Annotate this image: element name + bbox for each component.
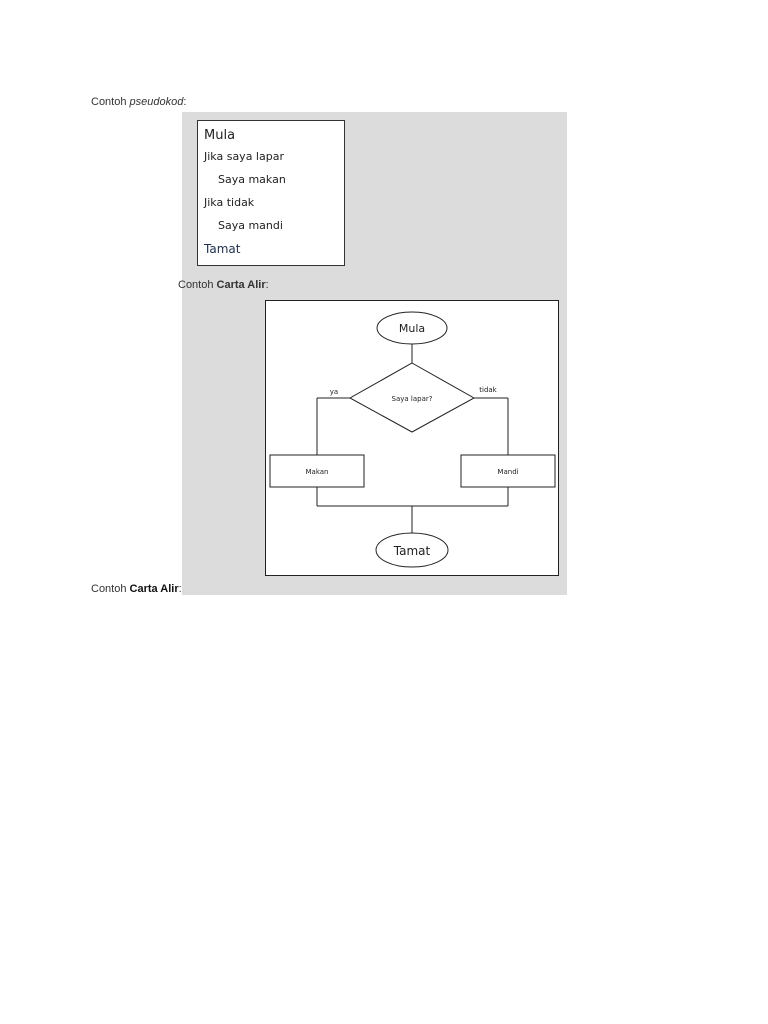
end-terminal: [375, 532, 449, 568]
caption-suffix: :: [183, 96, 187, 108]
caption-suffix: :: [265, 279, 269, 291]
pseudocode-line: Saya makan: [218, 173, 286, 186]
pseudocode-line: Saya mandi: [218, 219, 283, 232]
flowchart-inner-caption: Contoh Carta Alir:: [178, 279, 269, 291]
pseudocode-box: Mula Jika saya lapar Saya makan Jika tid…: [197, 120, 345, 266]
pseudocode-line: Jika saya lapar: [204, 150, 284, 163]
pseudocode-line: Jika tidak: [204, 196, 255, 209]
start-label: Mula: [399, 322, 425, 335]
decision-diamond: [348, 362, 476, 433]
end-label: Tamat: [393, 544, 431, 558]
no-label: tidak: [479, 386, 497, 394]
caption-prefix: Contoh: [91, 583, 130, 595]
pseudocode-line: Tamat: [204, 242, 241, 256]
pseudocode-caption: Contoh pseudokod:: [91, 96, 186, 108]
right-process-label: Mandi: [497, 468, 518, 476]
caption-term: pseudokod: [129, 96, 184, 108]
left-process-box: [269, 454, 365, 488]
pseudocode-line: Mula: [204, 128, 236, 143]
flowchart: Mula Saya lapar? ya tidak Makan Mandi Ta…: [265, 300, 559, 576]
caption-term: Carta Alir: [216, 279, 266, 291]
left-process-label: Makan: [306, 468, 329, 476]
caption-suffix: :: [178, 583, 182, 595]
flowchart-svg: Mula Saya lapar? ya tidak Makan Mandi Ta…: [269, 311, 556, 568]
caption-prefix: Contoh: [91, 96, 130, 108]
decision-label: Saya lapar?: [392, 395, 433, 403]
right-process-box: [460, 454, 556, 488]
flowchart-caption: Contoh Carta Alir:: [91, 583, 182, 595]
start-terminal: [376, 311, 448, 345]
caption-prefix: Contoh: [178, 279, 217, 291]
yes-label: ya: [330, 388, 338, 396]
caption-term: Carta Alir: [129, 583, 179, 595]
